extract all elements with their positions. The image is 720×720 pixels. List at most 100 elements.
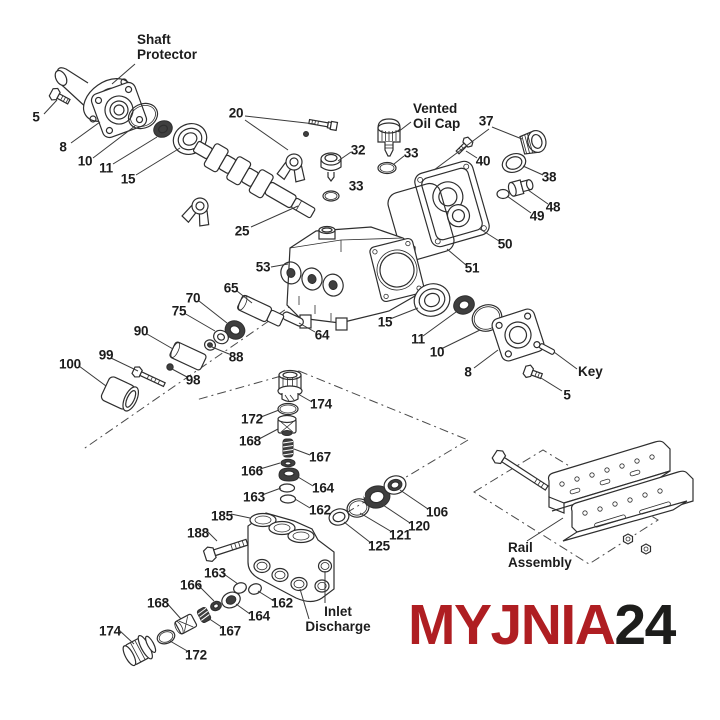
- brand-logo-primary: MYJNIA: [408, 593, 616, 657]
- bearing-15-right: [413, 283, 451, 317]
- screw-5-right: [522, 364, 544, 380]
- callout-88: 88: [228, 349, 244, 365]
- callout-20: 20: [228, 105, 244, 121]
- seal-retainer-106: [383, 475, 407, 495]
- connecting-rod-right: [276, 153, 306, 183]
- callout-11-a: 11: [99, 160, 113, 176]
- screw-5-left: [48, 87, 71, 105]
- rear-cover-50: [414, 160, 490, 248]
- o-ring-49: [496, 188, 510, 200]
- callout-5-a: 5: [32, 109, 40, 125]
- shaft-key: [538, 343, 556, 355]
- plunger-bolt-99: [131, 366, 166, 388]
- callout-10-a: 10: [77, 153, 93, 169]
- callout-15-b: 15: [377, 314, 393, 330]
- o-ring-163-top: [278, 483, 296, 493]
- callout-51: 51: [464, 260, 480, 276]
- callout-33-b: 33: [348, 178, 364, 194]
- callout-162-b: 162: [271, 595, 293, 611]
- callout-125: 125: [368, 538, 390, 554]
- o-ring-10-right: [471, 304, 503, 332]
- callout-90: 90: [133, 323, 149, 339]
- spring-167-top: [282, 438, 294, 458]
- label-rail-assembly-line2: Assembly: [508, 555, 572, 570]
- o-ring-33-plug: [322, 190, 340, 202]
- callout-10-b: 10: [429, 344, 445, 360]
- oil-gauge-37: [519, 129, 547, 155]
- callout-168-b: 168: [147, 595, 169, 611]
- callout-106: 106: [426, 504, 448, 520]
- callout-164-a: 164: [312, 480, 334, 496]
- callout-100: 100: [59, 356, 81, 372]
- callout-174-b: 174: [99, 623, 121, 639]
- valve-168-top: [277, 414, 297, 436]
- rail-nut-1: [622, 533, 634, 545]
- callout-70: 70: [185, 290, 201, 306]
- crankshaft-25: [192, 140, 316, 219]
- callout-174-a: 174: [310, 396, 332, 412]
- callout-48: 48: [545, 199, 561, 215]
- callout-163-b: 163: [204, 565, 226, 581]
- label-inlet: Inlet: [324, 604, 352, 619]
- label-key: Key: [578, 364, 603, 379]
- spring-167-bottom: [196, 607, 212, 623]
- label-vented-oil-cap-line2: Oil Cap: [413, 116, 461, 131]
- callout-188: 188: [187, 525, 209, 541]
- callout-53: 53: [255, 259, 271, 275]
- piston-pin-64: [282, 311, 304, 327]
- label-inlet-discharge: Inlet Discharge: [305, 604, 370, 634]
- callout-168-a: 168: [239, 433, 261, 449]
- oil-seal-11-left: [153, 120, 173, 138]
- seal-70: [224, 320, 246, 340]
- callout-11-b: 11: [411, 331, 425, 347]
- label-rail-assembly: Rail Assembly: [508, 540, 572, 570]
- plunger-65: [237, 294, 285, 327]
- callout-166-b: 166: [180, 577, 202, 593]
- vented-oil-cap-part: [377, 118, 401, 157]
- dowel-pin-20: [303, 131, 309, 137]
- callout-8-a: 8: [59, 139, 67, 155]
- callout-120: 120: [408, 518, 430, 534]
- callout-5-b: 5: [563, 387, 571, 403]
- callout-32: 32: [350, 142, 366, 158]
- seal-ring-38: [501, 152, 527, 174]
- callout-49: 49: [529, 208, 545, 224]
- drain-plug-48: [507, 179, 534, 197]
- o-ring-10-left: [127, 102, 159, 130]
- callout-37: 37: [478, 113, 494, 129]
- callout-166-a: 166: [241, 463, 263, 479]
- label-shaft-protector-line1: Shaft: [137, 32, 171, 47]
- oil-seal-11-right: [453, 295, 475, 315]
- callout-167-a: 167: [309, 449, 331, 465]
- ball-98: [166, 363, 174, 371]
- callout-15-a: 15: [120, 171, 136, 187]
- label-vented-oil-cap-line1: Vented: [413, 101, 458, 116]
- callout-38: 38: [541, 169, 557, 185]
- o-ring-163-bottom: [233, 582, 247, 594]
- manifold-bolt-188: [202, 538, 249, 563]
- screw-20: [308, 118, 339, 132]
- connecting-rod-left: [181, 197, 210, 227]
- plunger-pipe-90: [169, 341, 207, 371]
- callout-40: 40: [475, 153, 491, 169]
- label-rail-assembly-line1: Rail: [508, 540, 533, 555]
- callout-121: 121: [389, 527, 411, 543]
- valve-cap-174-top: [277, 369, 303, 403]
- callout-185: 185: [211, 508, 233, 524]
- callout-64: 64: [314, 327, 330, 343]
- callout-164-b: 164: [248, 608, 270, 624]
- washer-75: [213, 329, 229, 345]
- rail-bolt: [491, 449, 549, 491]
- callout-172-b: 172: [185, 647, 207, 663]
- callout-163-a: 163: [243, 489, 265, 505]
- valve-seat-164-bottom: [221, 591, 241, 609]
- o-ring-162-bottom: [248, 583, 262, 595]
- o-ring-33-cap: [377, 161, 397, 175]
- crankcase-53: [280, 225, 425, 331]
- callout-8-b: 8: [464, 364, 472, 380]
- callout-25: 25: [234, 223, 250, 239]
- leader-lines: [43, 63, 578, 653]
- brand-logo: MYJNIA24: [408, 597, 676, 654]
